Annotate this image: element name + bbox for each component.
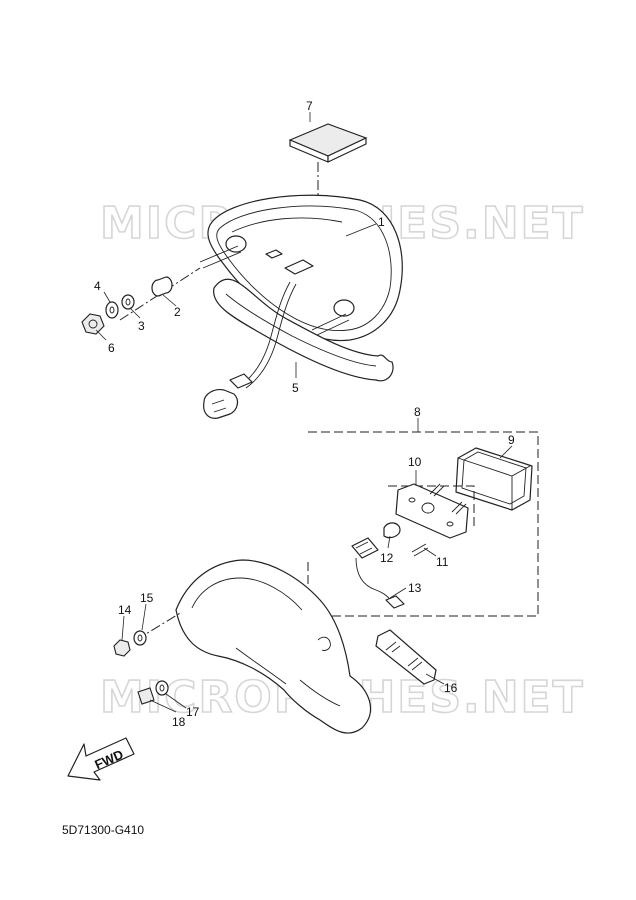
diagram-code: 5D71300-G410: [62, 823, 144, 837]
alignment-line-2: [119, 267, 201, 321]
part-16-bracket: [375, 629, 437, 685]
part-4-washer: [105, 301, 119, 319]
leader-lines: [95, 112, 513, 713]
part-7-pad: [288, 123, 368, 163]
part-3-washer: [121, 294, 135, 310]
callout-17: 17: [186, 705, 200, 719]
part-14-nut: [113, 639, 131, 657]
callout-6: 6: [108, 341, 115, 355]
rear-fender: [175, 559, 372, 734]
callout-8: 8: [414, 405, 421, 419]
callout-5: 5: [292, 381, 299, 395]
part-12-bulb-socket: [351, 522, 401, 559]
callout-14: 14: [118, 603, 132, 617]
fwd-arrow-icon: FWD: [67, 737, 135, 781]
part-2-spacer: [151, 276, 173, 297]
callout-11: 11: [436, 555, 449, 569]
callout-10: 10: [408, 455, 422, 469]
part-1-tail-light: [199, 194, 403, 342]
part-15-washer: [133, 630, 147, 646]
callout-9: 9: [508, 433, 515, 447]
part-13-harness: [355, 557, 405, 609]
callout-16: 16: [444, 681, 458, 695]
callout-13: 13: [408, 581, 422, 595]
callout-3: 3: [138, 319, 145, 333]
part-10-plate: [395, 483, 469, 539]
callout-12: 12: [380, 551, 394, 565]
part-11-screw: [411, 543, 429, 557]
callout-15: 15: [140, 591, 154, 605]
part-9-lens: [455, 447, 533, 511]
part-17-washer: [155, 680, 169, 696]
callout-18: 18: [172, 715, 186, 729]
callout-2: 2: [174, 305, 181, 319]
callout-7: 7: [306, 99, 313, 113]
callout-4: 4: [94, 279, 101, 293]
part-6-nut: [81, 313, 105, 335]
callout-1: 1: [378, 215, 385, 229]
part-5-gasket-harness: [203, 278, 394, 419]
